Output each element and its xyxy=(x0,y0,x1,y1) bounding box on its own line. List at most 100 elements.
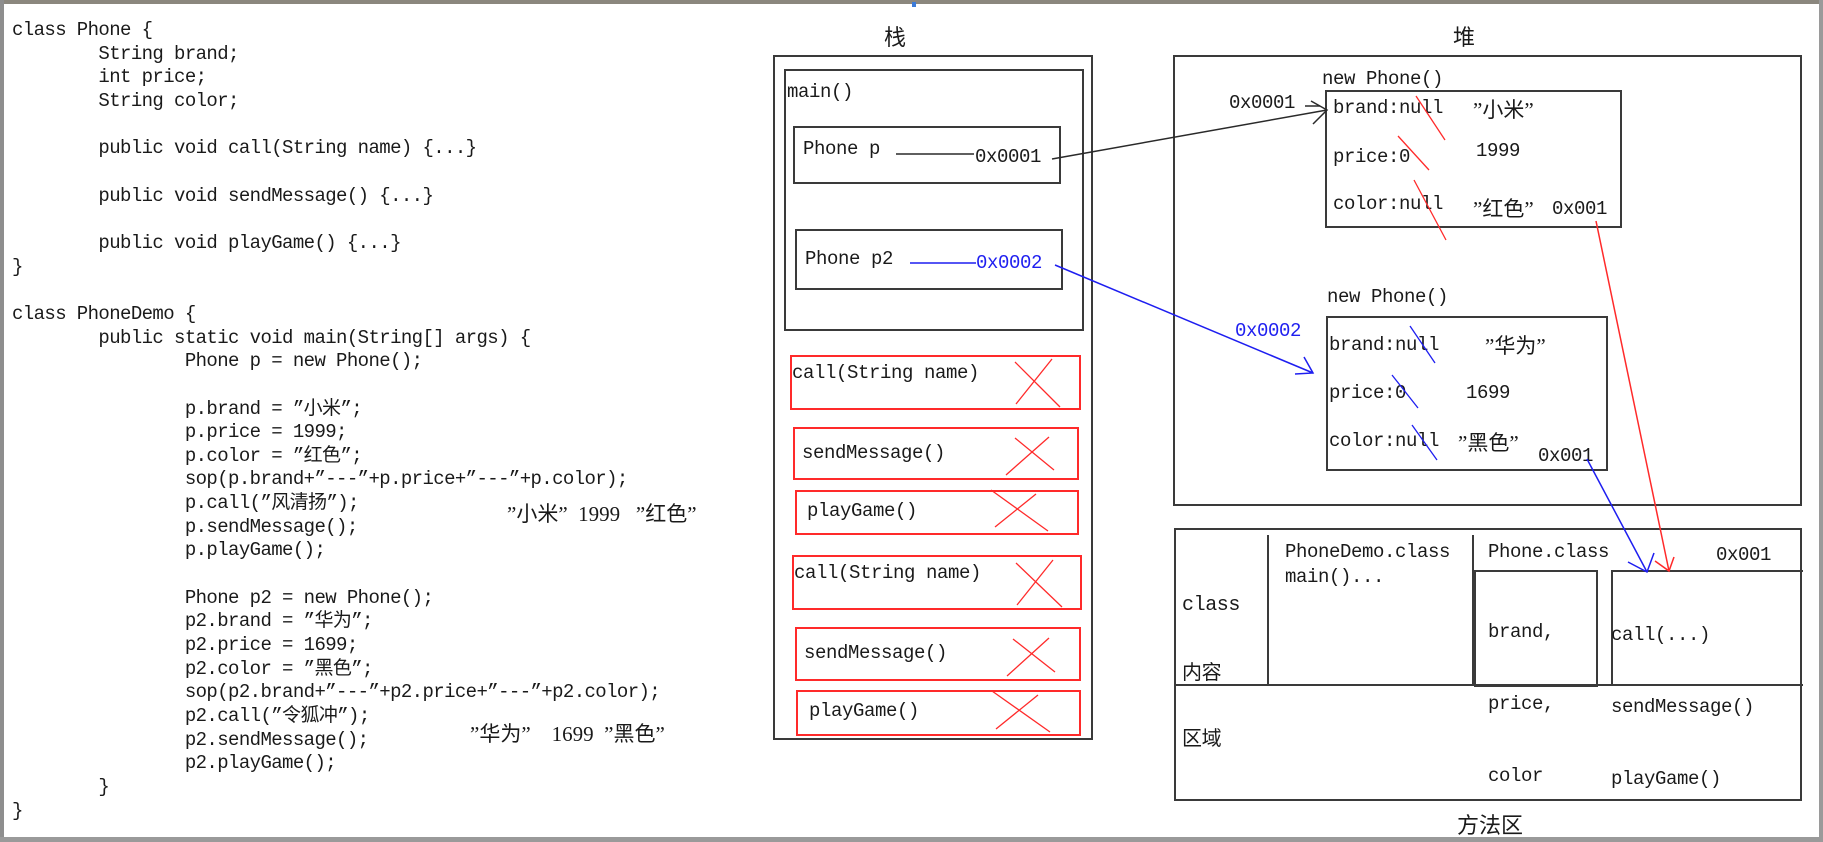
code-line: class Phone { xyxy=(12,19,153,41)
frame-sendmessage-2 xyxy=(795,627,1081,681)
var-p2-address: 0x0002 xyxy=(976,252,1043,274)
code-line: public static void main(String[] args) { xyxy=(12,326,531,349)
object-1-header: new Phone() xyxy=(1322,68,1444,90)
frame-call-1-label: call(String name) xyxy=(792,362,980,384)
phone-methods: call(...) sendMessage() playGame() xyxy=(1611,575,1754,815)
phone-method-sendmessage: sendMessage() xyxy=(1611,696,1755,718)
object-2-value-color: ”黑色” xyxy=(1458,431,1519,455)
phone-method-call: call(...) xyxy=(1611,624,1711,646)
window-frame-top xyxy=(0,0,1823,4)
method-area-col-divider-2 xyxy=(1472,535,1474,685)
frame-playgame-2 xyxy=(796,690,1081,736)
object-1-field-color: color:null xyxy=(1333,193,1444,215)
stack-title: 栈 xyxy=(884,26,907,51)
code-line: String color; xyxy=(12,89,239,112)
frame-call-1 xyxy=(790,355,1081,410)
object-2-value-brand: ”华为” xyxy=(1485,334,1546,358)
code-line: p2.price = 1699; xyxy=(12,634,358,657)
code-line: Phone p = new Phone(); xyxy=(12,350,423,373)
phone-class-address: 0x001 xyxy=(1716,544,1772,566)
code-line: Phone p2 = new Phone(); xyxy=(12,586,434,609)
var-p2-name: Phone p2 xyxy=(805,248,894,270)
class-region-label: class 内容 区域 xyxy=(1182,551,1240,771)
window-frame-left xyxy=(0,0,4,842)
phone-field-brand: brand, xyxy=(1488,621,1555,643)
object-2-value-price: 1699 xyxy=(1466,382,1511,404)
code-line: } xyxy=(12,776,110,798)
phonedemo-methods: main()... xyxy=(1285,566,1385,588)
method-area-col-divider-1 xyxy=(1267,535,1269,685)
object-2-field-brand: brand:null xyxy=(1329,334,1440,356)
phone-methods-box xyxy=(1611,570,1803,686)
code-line: public void call(String name) {...} xyxy=(12,137,477,160)
code-line: p.playGame(); xyxy=(12,539,326,562)
window-frame-right xyxy=(1819,0,1823,842)
object-2-header: new Phone() xyxy=(1327,286,1449,308)
main-frame xyxy=(784,69,1084,331)
class-region-label-line-1: class xyxy=(1182,594,1241,617)
object-1-address: 0x0001 xyxy=(1229,92,1296,114)
selection-handle[interactable] xyxy=(912,2,916,7)
code-line: p.sendMessage(); xyxy=(12,515,358,538)
var-p-address: 0x0001 xyxy=(975,146,1042,168)
code-line: String brand; xyxy=(12,42,239,65)
frame-call-2 xyxy=(792,555,1082,610)
frame-sendmessage-1 xyxy=(793,427,1079,480)
phone-method-playgame: playGame() xyxy=(1611,768,1722,790)
frame-playgame-1-label: playGame() xyxy=(807,500,918,522)
var-p2-box xyxy=(795,229,1063,290)
code-line: p2.brand = ”华为”; xyxy=(12,610,374,633)
code-line: public void sendMessage() {...} xyxy=(12,184,434,207)
phone-class-label: Phone.class xyxy=(1488,541,1610,563)
object-2-address: 0x0002 xyxy=(1235,320,1302,342)
object-1-value-price: 1999 xyxy=(1476,140,1521,162)
object-1-field-brand: brand:null xyxy=(1333,97,1444,119)
output-note-p2: ”华为” 1699 ”黑色” xyxy=(470,722,665,746)
code-line: p2.playGame(); xyxy=(12,752,337,775)
object-1-value-color: ”红色” xyxy=(1473,197,1534,221)
code-line: } xyxy=(12,255,23,278)
phone-fields: brand, price, color xyxy=(1488,572,1554,812)
heap-title: 堆 xyxy=(1453,26,1476,51)
code-line: p2.sendMessage(); xyxy=(12,728,369,751)
phone-fields-box xyxy=(1474,570,1598,687)
object-1-method-ref: 0x001 xyxy=(1552,198,1608,220)
frame-call-2-label: call(String name) xyxy=(794,562,982,584)
method-area xyxy=(1174,528,1802,801)
code-line: p.call(”风清扬”); xyxy=(12,492,360,515)
code-line xyxy=(12,114,660,138)
method-area-title: 方法区 xyxy=(1457,814,1524,839)
code-line: p.price = 1999; xyxy=(12,421,348,444)
var-p-name: Phone p xyxy=(803,138,881,160)
code-listing: class Phone { String brand; int price; S… xyxy=(12,19,661,823)
code-line: p.color = ”红色”; xyxy=(12,444,363,467)
frame-sendmessage-2-label: sendMessage() xyxy=(804,642,948,664)
code-line: } xyxy=(12,799,23,822)
code-line: p2.call(”令狐冲”); xyxy=(12,705,370,728)
code-line xyxy=(12,374,660,398)
code-line: sop(p.brand+”---”+p.price+”---”+p.color)… xyxy=(12,468,628,491)
object-2-field-price: price:0 xyxy=(1329,382,1407,404)
window-frame-bottom xyxy=(0,837,1823,842)
code-line xyxy=(12,279,660,303)
main-frame-label: main() xyxy=(787,81,854,103)
object-1-field-price: price:0 xyxy=(1333,146,1411,168)
class-region-label-line-2: 内容 xyxy=(1182,660,1222,684)
code-line: p2.color = ”黑色”; xyxy=(12,657,374,680)
object-2-method-ref: 0x001 xyxy=(1538,445,1594,467)
frame-sendmessage-1-label: sendMessage() xyxy=(802,442,946,464)
code-line: public void playGame() {...} xyxy=(12,231,401,254)
stack-area xyxy=(773,55,1093,740)
code-line: sop(p2.brand+”---”+p2.price+”---”+p2.col… xyxy=(12,681,661,704)
output-note-p: ”小米” 1999 ”红色” xyxy=(507,502,697,526)
code-line: p.brand = ”小米”; xyxy=(12,397,363,420)
object-2-field-color: color:null xyxy=(1329,430,1440,452)
phone-field-price: price, xyxy=(1488,693,1555,715)
class-region-label-line-3: 区域 xyxy=(1182,726,1222,750)
phonedemo-class-label: PhoneDemo.class xyxy=(1285,541,1451,563)
code-line xyxy=(12,161,660,185)
code-line xyxy=(12,208,660,232)
frame-playgame-1 xyxy=(795,490,1079,535)
frame-playgame-2-label: playGame() xyxy=(809,700,920,722)
code-line: class PhoneDemo { xyxy=(12,302,196,325)
